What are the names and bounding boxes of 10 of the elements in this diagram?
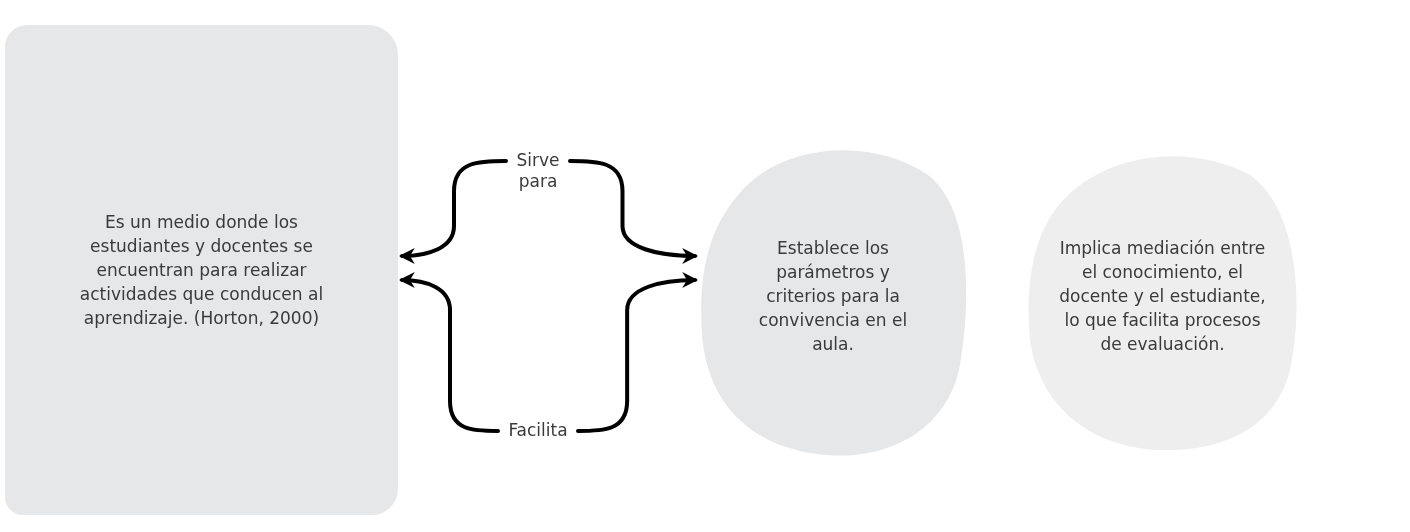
- curved-arrow: [398, 272, 500, 433]
- connector-text: Sirve para: [508, 150, 568, 196]
- description-text: Es un medio donde los estudiantes y docentes se encuentran para realizar actividades que conducen al aprendizaje. (Horton, 2000): [78, 211, 325, 330]
- curved-arrow: [398, 159, 508, 264]
- connector-text: Facilita: [500, 420, 576, 446]
- rounded-box: [5, 25, 398, 515]
- curved-arrow: [568, 159, 699, 264]
- curved-arrow: [576, 272, 699, 433]
- description-text: Establece los parámetros y criterios para la convivencia en el aula.: [757, 237, 909, 356]
- description-text: Implica mediación entre el conocimiento, el docente y el estudiante, lo que facilita procesos de evaluación.: [1058, 237, 1267, 356]
